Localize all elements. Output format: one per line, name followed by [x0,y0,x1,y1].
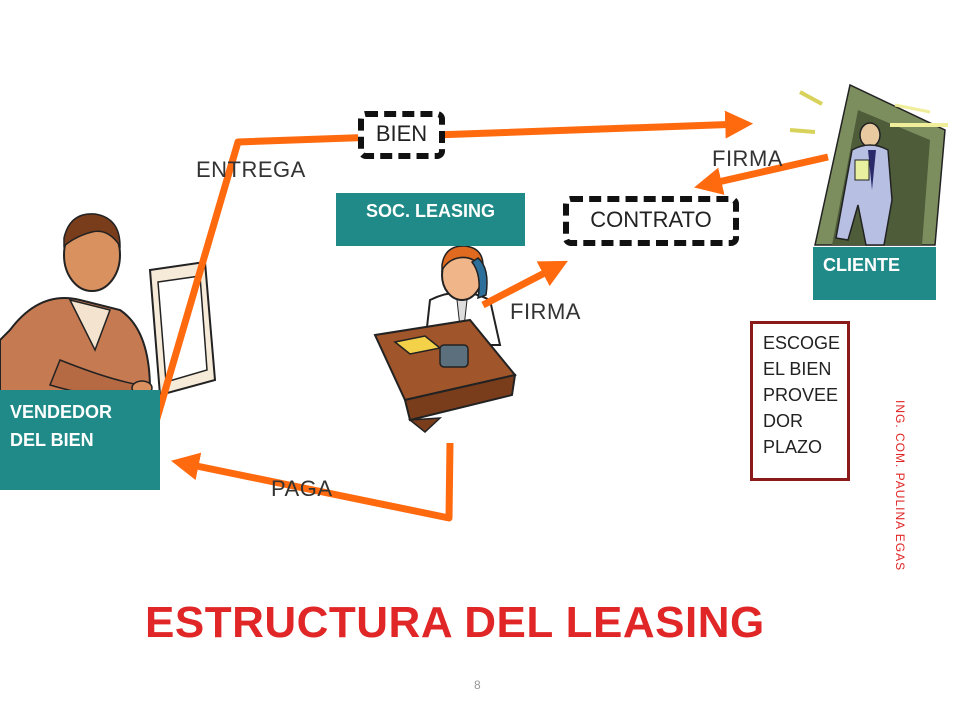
soc-leasing-box: SOC. LEASING [336,193,525,246]
note-line: DOR [763,411,803,431]
vendedor-line-1: VENDEDOR [10,402,113,422]
arrow-entrega-bien [151,110,754,426]
slide-title: ESTRUCTURA DEL LEASING [145,598,765,647]
contrato-box: CONTRATO [563,196,739,246]
note-line: ESCOGE [763,333,841,353]
note-line: PLAZO [763,437,823,457]
client-duties-note: ESCOGE EL BIEN PROVEE DOR PLAZO [750,321,850,481]
leasing-officer-on-phone-icon [373,245,517,433]
entrega-label: ENTREGA [196,157,306,182]
note-line: EL BIEN [763,359,832,379]
seller-at-computer-icon [0,213,217,406]
arrow-client-firma-contrato [694,153,829,195]
client-in-doorway-icon [789,83,948,246]
vendedor-line-2: DEL BIEN [10,430,94,450]
paga-label: PAGA [271,476,333,501]
arrow-officer-firma-contrato [481,260,568,309]
cliente-box: CLIENTE [813,247,936,300]
author-caption: ING. COM. PAULINA EGAS [893,400,907,572]
vendedor-box: VENDEDOR DEL BIEN [0,390,160,490]
firma-officer-label: FIRMA [510,299,581,324]
note-line: PROVEE [763,385,839,405]
bien-box: BIEN [358,111,445,159]
firma-client-label: FIRMA [712,146,783,171]
page-number: 8 [474,678,481,692]
arrow-paga [171,442,454,522]
